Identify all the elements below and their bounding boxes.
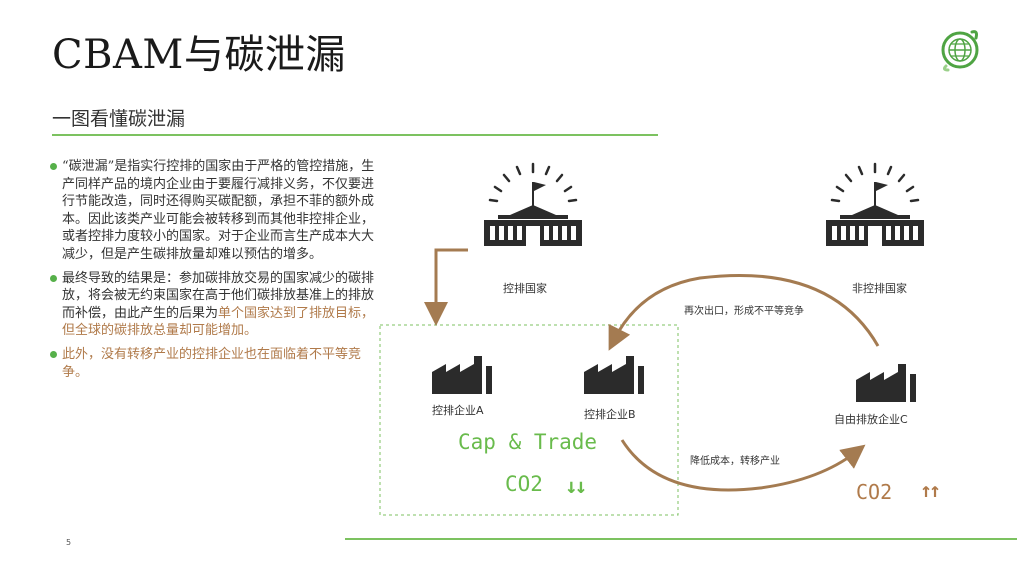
- bullet-item: 此外，没有转移产业的控排企业也在面临着不平等竞争。: [50, 346, 380, 381]
- bottom-divider: [345, 538, 1017, 540]
- bullet-dot-icon: [50, 350, 57, 358]
- government-building-icon: [484, 162, 582, 246]
- bullet-list: “碳泄漏”是指实行控排的国家由于严格的管控措施，生产同样产品的境内企业由于要履行…: [50, 158, 380, 387]
- company-c-label: 自由排放企业C: [834, 413, 908, 426]
- page-title: CBAM与碳泄漏: [52, 32, 346, 78]
- reexport-arc-arrow: [608, 274, 880, 351]
- country-right-label: 非控排国家: [852, 282, 907, 295]
- transfer-arc-arrow: [620, 439, 866, 492]
- bullet-item: “碳泄漏”是指实行控排的国家由于严格的管控措施，生产同样产品的境内企业由于要履行…: [50, 158, 380, 264]
- government-building-icon: [826, 162, 924, 246]
- cap-trade-box: [379, 324, 679, 516]
- co2-right-label: CO2: [856, 480, 893, 504]
- bullet-item: 最终导致的结果是：参加碳排放交易的国家减少的碳排放，将会被无约束国家在高于他们碳…: [50, 270, 380, 340]
- bullet-dot-icon: [50, 163, 57, 170]
- subtitle: 一图看懂碳泄漏: [52, 108, 186, 130]
- cap-trade-label: Cap & Trade: [458, 430, 598, 454]
- co2-up-arrows-icon: ↑↑: [920, 478, 941, 502]
- top-divider: [52, 134, 658, 136]
- transfer-arrow-down: [424, 248, 468, 326]
- country-left-label: 控排国家: [503, 282, 547, 295]
- bullet-highlight-text: 单个国家达到了排放目标，但全球的碳排放总量却可能增加。: [62, 305, 375, 339]
- factory-icon: [432, 356, 492, 394]
- logo-globe-icon: [938, 26, 982, 74]
- bullet-highlight-text: 此外，没有转移产业的控排企业也在面临着不平等竞争。: [62, 346, 362, 380]
- bullet-text: 最终导致的结果是：参加碳排放交易的国家减少的碳排放，将会被无约束国家在高于他们碳…: [62, 270, 375, 321]
- factory-icon: [584, 356, 644, 394]
- co2-down-arrows-icon: ↓↓: [565, 474, 587, 498]
- page-number: 5: [66, 538, 72, 547]
- bullet-text: “碳泄漏”是指实行控排的国家由于严格的管控措施，生产同样产品的境内企业由于要履行…: [62, 159, 375, 262]
- company-b-label: 控排企业B: [584, 408, 636, 421]
- factory-icon: [856, 364, 916, 402]
- company-a-label: 控排企业A: [432, 404, 484, 417]
- arrow-bottom-label: 降低成本，转移产业: [690, 456, 780, 467]
- bullet-dot-icon: [50, 274, 57, 282]
- arrow-top-label: 再次出口，形成不平等竞争: [684, 306, 804, 317]
- co2-left-label: CO2: [505, 472, 543, 496]
